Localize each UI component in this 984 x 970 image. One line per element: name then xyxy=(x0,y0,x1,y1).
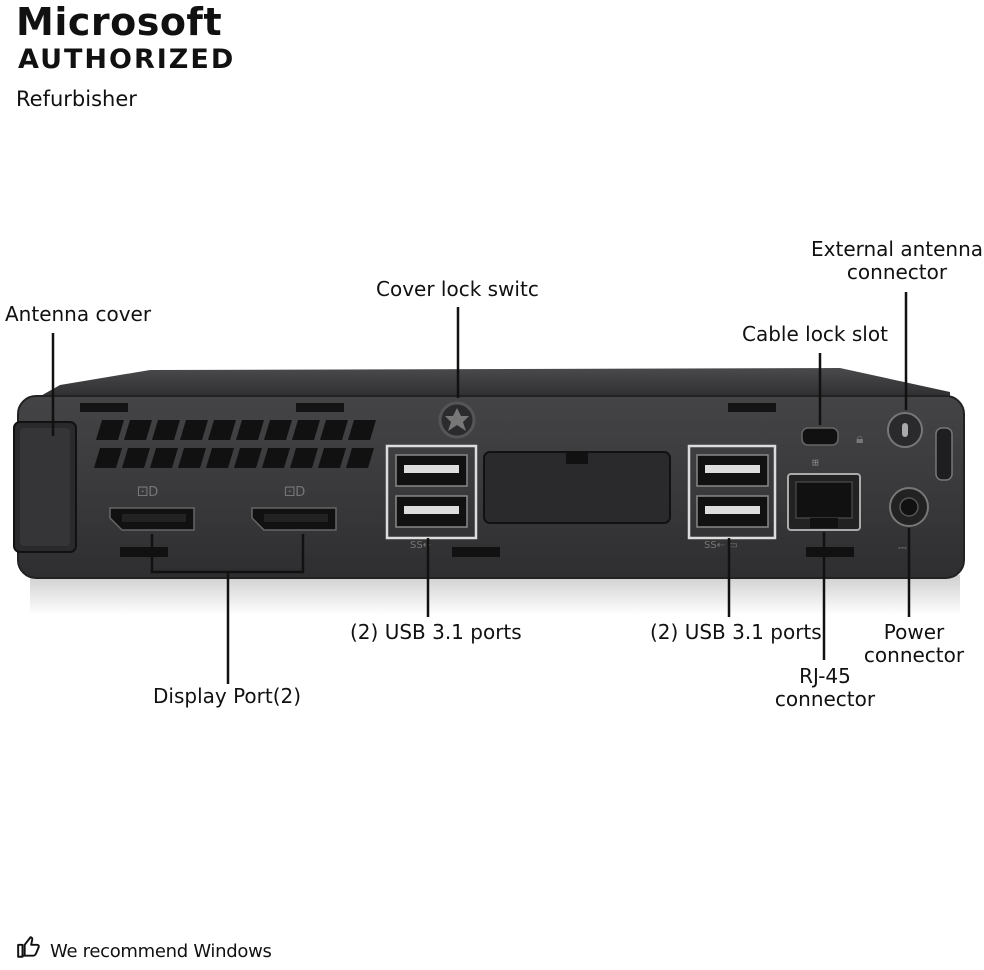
footer-recommend: We recommend Windows xyxy=(16,934,272,970)
svg-text:SS⇠ ▭: SS⇠ ▭ xyxy=(704,540,738,551)
footer-text: We recommend Windows xyxy=(50,941,272,962)
brand-authorized: AUTHORIZED xyxy=(18,44,236,75)
rj45-port: ⊞ xyxy=(787,456,861,531)
brand-refurbisher: Refurbisher xyxy=(16,87,137,111)
callout-cover-lock-switch: Cover lock switc xyxy=(376,277,539,301)
callout-power: Power connector xyxy=(863,620,965,667)
svg-text:🔒︎: 🔒︎ xyxy=(856,431,863,447)
vent-grille xyxy=(94,420,376,468)
callout-display-port: Display Port(2) xyxy=(153,684,302,708)
cable-lock-slot xyxy=(801,427,839,446)
callout-external-antenna: External antenna connector xyxy=(811,237,984,284)
callout-antenna-cover: Antenna cover xyxy=(5,302,152,326)
callout-usb-left: (2) USB 3.1 ports xyxy=(350,620,522,644)
thumbs-up-icon xyxy=(16,934,42,970)
displayport-1: ⚀D xyxy=(109,485,195,531)
callout-usb-right: (2) USB 3.1 ports xyxy=(650,620,822,644)
svg-text:⊞: ⊞ xyxy=(812,456,819,469)
callout-rj45: RJ-45 connector xyxy=(774,664,876,711)
floor-shadow xyxy=(30,575,960,615)
chassis-top xyxy=(30,368,950,402)
svg-text:⚀D: ⚀D xyxy=(137,485,158,500)
usb-right-highlight xyxy=(687,444,777,540)
svg-text:⚀D: ⚀D xyxy=(284,485,305,500)
cover-lock-screw xyxy=(438,401,476,439)
callout-lines xyxy=(51,292,911,684)
side-latch xyxy=(935,427,953,481)
callout-cable-lock-slot: Cable lock slot xyxy=(742,322,888,346)
svg-text:SS⇠: SS⇠ xyxy=(410,540,432,551)
usb-left-highlight xyxy=(385,444,478,540)
svg-text:⎓: ⎓ xyxy=(898,541,907,554)
displayport-2: ⚀D xyxy=(251,485,337,531)
brand-microsoft: Microsoft xyxy=(16,0,223,44)
